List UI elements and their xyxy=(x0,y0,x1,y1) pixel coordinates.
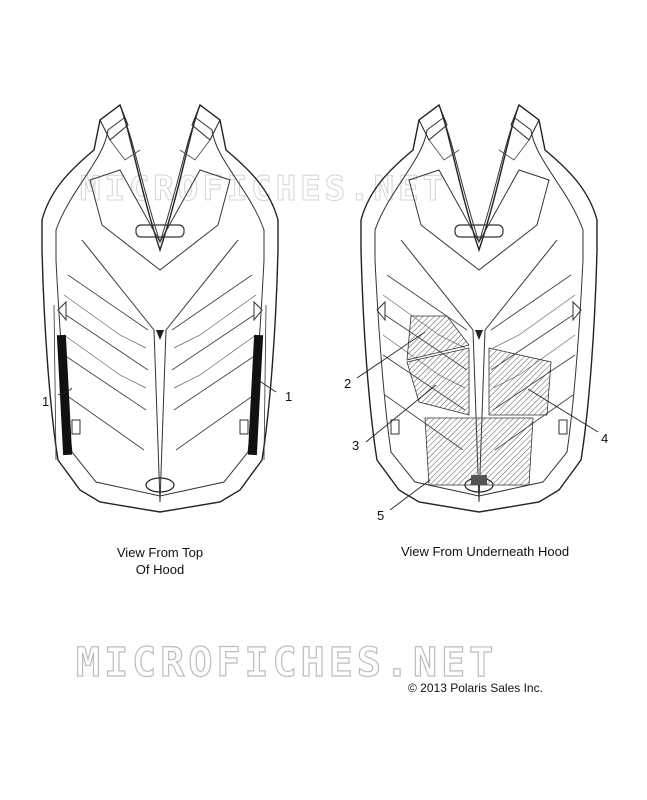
decal-panel-4 xyxy=(488,347,552,416)
copyright-notice: © 2013 Polaris Sales Inc. xyxy=(408,681,543,695)
decal-panel-2 xyxy=(406,315,470,361)
callout-5: 5 xyxy=(377,508,384,523)
side-decal-left xyxy=(56,334,73,456)
watermark-top: MICROFICHES.NET xyxy=(80,169,447,209)
hood-top-view xyxy=(41,104,279,513)
side-decal-right xyxy=(247,334,264,456)
callout-4: 4 xyxy=(601,431,608,446)
hood-underneath-view xyxy=(360,104,598,513)
callout-3: 3 xyxy=(352,438,359,453)
caption-underneath-view: View From Underneath Hood xyxy=(400,544,570,559)
callout-2: 2 xyxy=(344,376,351,391)
callout-1-right: 1 xyxy=(285,389,292,404)
caption-top-view: View From Top Of Hood xyxy=(90,544,230,578)
decal-panel-3 xyxy=(406,347,470,416)
callout-1-left: 1 xyxy=(42,394,49,409)
decal-panel-5 xyxy=(424,417,534,486)
caption-top-view-line2: Of Hood xyxy=(135,562,185,577)
caption-top-view-line1: View From Top xyxy=(116,545,204,560)
watermark-bottom: MICROFICHES.NET xyxy=(76,640,497,686)
